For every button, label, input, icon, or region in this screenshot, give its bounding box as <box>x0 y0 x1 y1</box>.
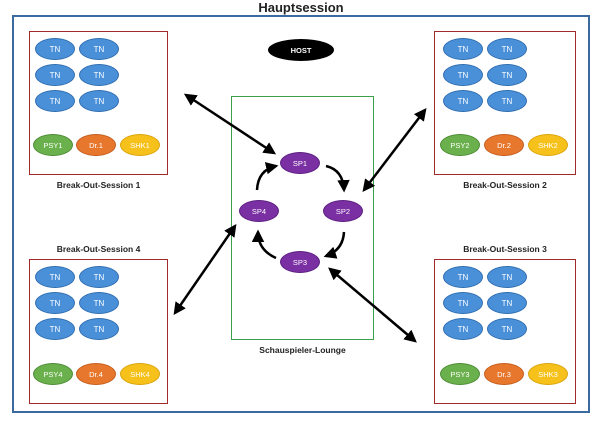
participant: TN <box>487 64 527 86</box>
participant: TN <box>35 318 75 340</box>
breakout-session-4-box <box>29 259 168 404</box>
breakout-session-3-label: Break-Out-Session 3 <box>463 244 547 254</box>
arrow-sp2-sp3 <box>323 231 346 259</box>
participant: TN <box>443 90 483 112</box>
main-session-frame <box>12 15 590 413</box>
participant: TN <box>79 64 119 86</box>
participant: TN <box>79 292 119 314</box>
participant: TN <box>79 318 119 340</box>
arrow-sp3-sp4 <box>251 229 277 260</box>
actor-lounge-label: Schauspieler-Lounge <box>259 345 346 355</box>
psy-role: PSY3 <box>440 363 480 385</box>
psy-role: PSY1 <box>33 134 73 156</box>
arrow-session2-sp2 <box>362 108 427 192</box>
doctor-role: Dr.3 <box>484 363 524 385</box>
participant: TN <box>35 292 75 314</box>
breakout-session-2-label: Break-Out-Session 2 <box>463 180 547 190</box>
host-node: HOST <box>268 39 334 61</box>
arrow-sp1-sp2 <box>325 164 350 193</box>
shk-role: SHK3 <box>528 363 568 385</box>
participant: TN <box>35 64 75 86</box>
participant: TN <box>443 38 483 60</box>
participant: TN <box>487 90 527 112</box>
participant: TN <box>487 318 527 340</box>
shk-role: SHK2 <box>528 134 568 156</box>
participant: TN <box>79 266 119 288</box>
psy-role: PSY4 <box>33 363 73 385</box>
arrow-sp4-sp1 <box>255 162 279 191</box>
participant: TN <box>35 38 75 60</box>
participant: TN <box>487 292 527 314</box>
shk-role: SHK4 <box>120 363 160 385</box>
psy-role: PSY2 <box>440 134 480 156</box>
actor-sp3: SP3 <box>280 251 320 273</box>
breakout-session-1-box <box>29 31 168 175</box>
breakout-session-3-box <box>434 259 576 404</box>
actor-sp2: SP2 <box>323 200 363 222</box>
participant: TN <box>35 266 75 288</box>
participant: TN <box>443 318 483 340</box>
participant: TN <box>443 64 483 86</box>
breakout-session-2-box <box>434 31 576 175</box>
page-title: Hauptsession <box>258 0 344 15</box>
breakout-session-1-label: Break-Out-Session 1 <box>56 180 141 190</box>
actor-sp4: SP4 <box>239 200 279 222</box>
doctor-role: Dr.4 <box>76 363 116 385</box>
doctor-role: Dr.2 <box>484 134 524 156</box>
arrow-session3-sp3 <box>328 267 417 343</box>
breakout-session-4-label: Break-Out-Session 4 <box>56 244 141 254</box>
participant: TN <box>487 266 527 288</box>
participant: TN <box>443 266 483 288</box>
participant: TN <box>79 90 119 112</box>
actor-sp1: SP1 <box>280 152 320 174</box>
participant: TN <box>35 90 75 112</box>
participant: TN <box>443 292 483 314</box>
arrow-session1-sp1 <box>183 93 277 155</box>
doctor-role: Dr.1 <box>76 134 116 156</box>
shk-role: SHK1 <box>120 134 160 156</box>
arrow-session4-sp4 <box>173 223 237 316</box>
participant: TN <box>487 38 527 60</box>
participant: TN <box>79 38 119 60</box>
actor-lounge-box <box>231 96 374 340</box>
